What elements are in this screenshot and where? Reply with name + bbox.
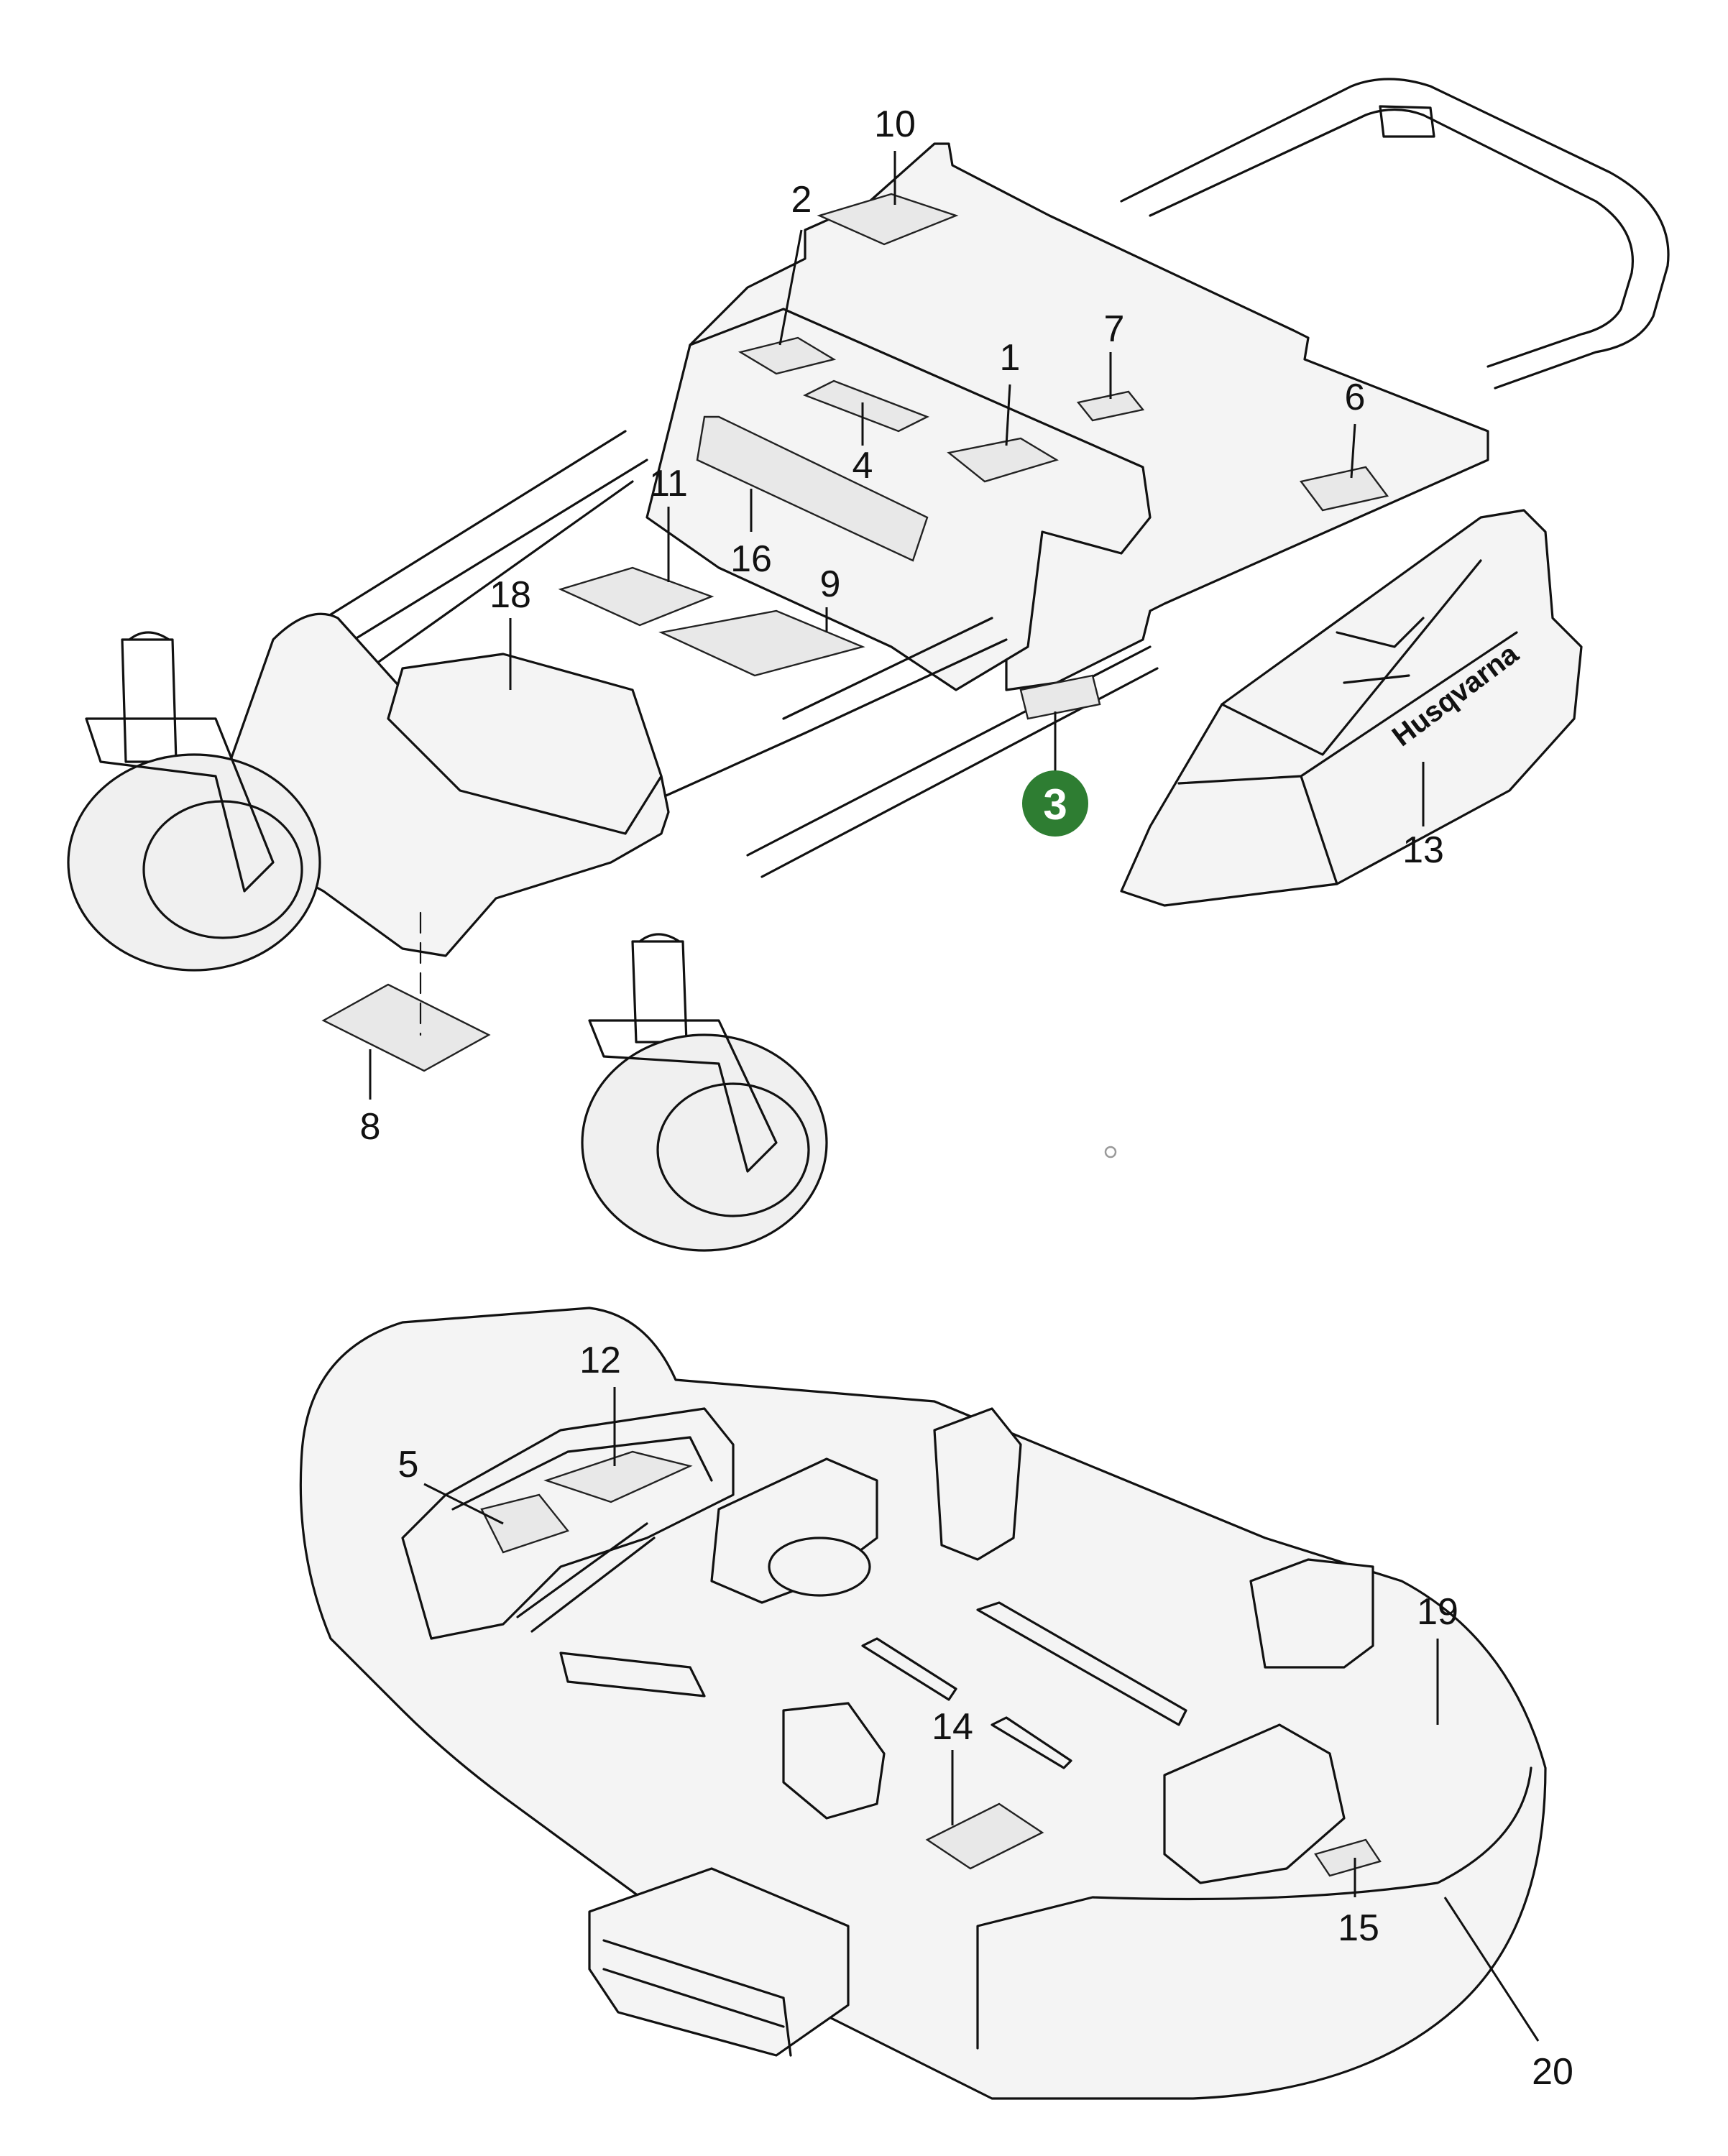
right-front-rim [656, 1082, 810, 1217]
decal-11 [558, 566, 714, 627]
highlight-number: 3 [1043, 780, 1067, 829]
decal-5 [480, 1493, 570, 1554]
discharge-roller [602, 1939, 792, 2057]
decal-14 [925, 1802, 1044, 1870]
callout-13: 13 [1402, 829, 1444, 871]
decal-1 [947, 437, 1059, 483]
lower-frame-rail [660, 617, 1008, 799]
engine-cover [1120, 509, 1583, 907]
tension-spring [516, 1522, 706, 1697]
callout-19: 19 [1417, 1591, 1458, 1633]
discharge-chute [588, 1867, 850, 2057]
callout-4: 4 [852, 445, 873, 487]
leader-20 [1443, 1897, 1540, 2042]
callout-12: 12 [579, 1340, 621, 1381]
decal-8 [321, 983, 491, 1072]
callout-15: 15 [1338, 1907, 1379, 1949]
callout-9: 9 [820, 563, 841, 605]
callout-2: 2 [791, 179, 812, 221]
decal-3 [1019, 674, 1101, 720]
belt-cover-inner [451, 1436, 713, 1511]
callout-18: 18 [490, 574, 531, 616]
decal-6 [1299, 466, 1389, 512]
decal-4 [803, 379, 929, 433]
left-caster-post [121, 631, 178, 763]
callout-7: 7 [1104, 308, 1125, 350]
decal-7 [1076, 390, 1145, 422]
decal-12 [543, 1450, 693, 1503]
spindle-pulley [768, 1537, 871, 1597]
marker-dot [1104, 1146, 1117, 1158]
right-caster-fork [588, 1019, 778, 1173]
steering-handle [1120, 78, 1670, 390]
leader-2 [778, 229, 803, 346]
control-tower [645, 308, 1152, 691]
front-bumper [229, 612, 670, 957]
deck-slot-short [861, 1637, 1072, 1769]
engine-cover-intake [1221, 559, 1482, 756]
leader-5 [423, 1483, 504, 1525]
mower-deck [299, 1307, 1547, 2100]
right-caster-post [631, 933, 688, 1044]
callout-6: 6 [1345, 377, 1366, 418]
leader-lines [369, 151, 1540, 2042]
highlight-callout-3: 3 [1022, 770, 1088, 837]
decal-16 [696, 415, 929, 562]
callout-10: 10 [874, 103, 916, 145]
callout-5: 5 [398, 1444, 419, 1485]
footrest-plate [387, 653, 663, 835]
baffle-right [1249, 1558, 1374, 1669]
callout-numbers: 10 2 1 7 6 4 16 11 9 18 13 8 12 5 14 19 … [360, 103, 1573, 2093]
callout-8: 8 [360, 1106, 381, 1148]
decal-10 [817, 193, 959, 246]
decal-9 [658, 609, 865, 677]
deck-rim-inner [976, 1766, 1532, 2050]
decal-15 [1314, 1838, 1382, 1877]
right-front-tire [581, 1033, 828, 1252]
deck-outline [299, 1307, 1547, 2100]
spindle-bracket-center [782, 1702, 886, 1820]
callout-16: 16 [730, 538, 772, 580]
callout-14: 14 [932, 1706, 973, 1748]
left-front-tire [67, 753, 321, 972]
baffle-center [933, 1407, 1022, 1561]
leader-6 [1350, 423, 1356, 479]
handle-grip [1379, 105, 1435, 138]
highlight-badge [1022, 770, 1088, 837]
engine-cover-ridge [1177, 631, 1518, 885]
leader-1 [1005, 384, 1011, 446]
blade-housing-right [1163, 1723, 1346, 1884]
left-caster-fork [85, 717, 275, 893]
deck-slot-long [976, 1601, 1187, 1726]
callout-20: 20 [1532, 2051, 1573, 2093]
mower-chassis: Husqvarna [67, 78, 1670, 1252]
decal-2 [737, 336, 837, 375]
callout-11: 11 [649, 463, 688, 505]
left-frame-rail [300, 430, 648, 677]
callout-1: 1 [1000, 337, 1021, 379]
